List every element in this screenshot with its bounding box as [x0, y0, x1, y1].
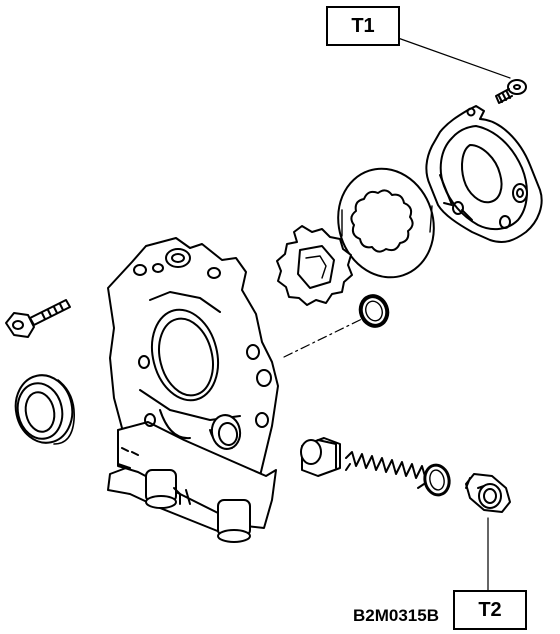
oil-pump-body — [108, 238, 278, 542]
relief-valve-plunger — [301, 438, 340, 476]
outer-rotor — [324, 156, 447, 290]
small-screw — [496, 80, 526, 103]
callout-t1: T1 — [326, 6, 400, 46]
inner-rotor — [277, 226, 352, 305]
callout-t2-label: T2 — [478, 598, 502, 621]
figure-code: B2M0315B — [353, 606, 439, 625]
callout-t1-label: T1 — [351, 14, 375, 37]
pump-cover-plate — [426, 106, 541, 242]
oil-seal — [10, 370, 79, 448]
relief-valve-spring — [346, 452, 432, 488]
callout-t2: T2 — [453, 590, 527, 630]
o-ring — [357, 292, 392, 329]
leader-line-t1 — [398, 38, 510, 78]
plug — [466, 474, 510, 512]
gasket-ring — [422, 463, 452, 497]
assembly-axis-line — [284, 318, 364, 357]
flange-bolt — [6, 300, 70, 337]
